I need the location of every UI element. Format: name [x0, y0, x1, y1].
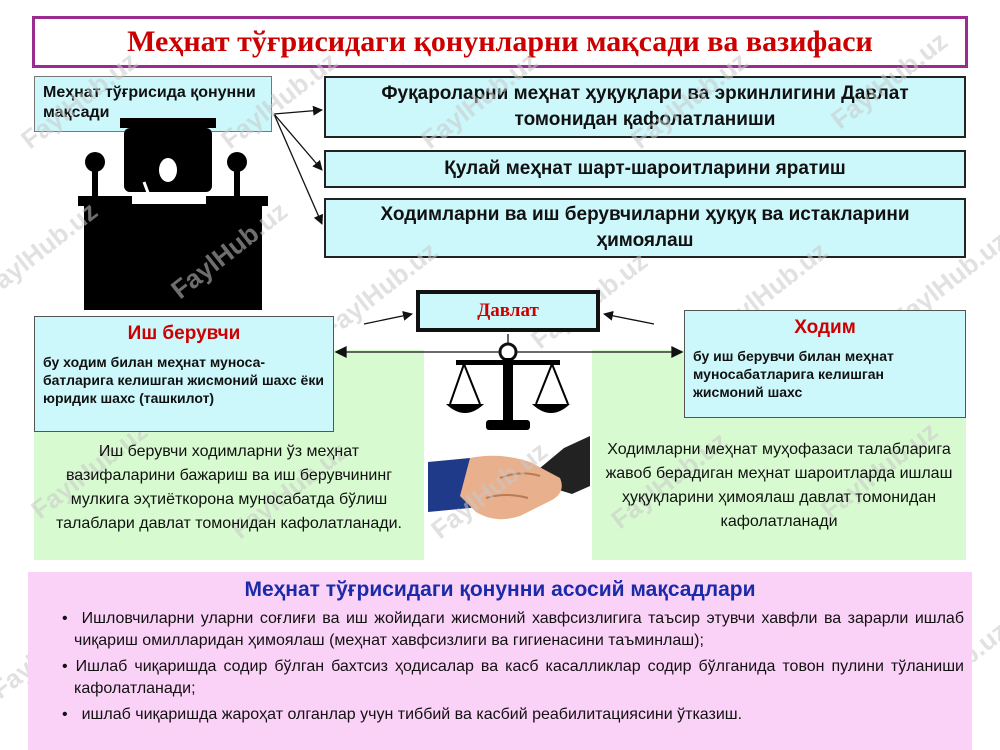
worker-title: Ходим	[794, 317, 856, 338]
employer-title: Иш берувчи	[127, 323, 241, 344]
employer-guarantee-text: Иш берувчи ходимларни ўз меҳнат вазифала…	[55, 443, 402, 532]
list-item-text: Ишлаб чиқаришда содир бўлган бахтсиз ҳод…	[74, 658, 964, 697]
bullet: •	[62, 706, 68, 723]
goal-text-2: Қулай меҳнат шарт-шароитларини яратиш	[444, 158, 846, 179]
bullet: •	[62, 610, 68, 627]
bullet: •	[62, 658, 68, 675]
page-title: Меҳнат тўғрисидаги қонунларни мақсади ва…	[32, 16, 968, 68]
list-item: • Ишловчиларни уларни соғлиғи ва иш жойид…	[62, 608, 964, 652]
goal-box-2: Қулай меҳнат шарт-шароитларини яратиш	[324, 150, 966, 188]
main-goals-heading: Меҳнат тўғрисидаги қонунни асосий мақсад…	[244, 578, 756, 601]
list-item-text: ишлаб чиқаришда жароҳат олганлар учун ти…	[81, 706, 743, 723]
employer-definition: бу ходим билан меҳнат муноса-батларига к…	[43, 354, 324, 406]
judge-illustration-icon	[78, 118, 268, 310]
goal-arrows	[273, 105, 323, 225]
state-box: Давлат	[416, 290, 600, 332]
list-item: • Ишлаб чиқаришда содир бўлган бахтсиз ҳо…	[62, 656, 964, 700]
worker-box: Ходим бу иш берувчи билан меҳнат муносаб…	[684, 310, 966, 418]
goal-text-1: Фуқароларни меҳнат ҳуқуқлари ва эркинлиг…	[381, 83, 909, 130]
goal-box-3: Ходимларни ва иш берувчиларни ҳуқуқ ва и…	[324, 198, 966, 258]
watermark-text: FaylHub.uz	[415, 46, 543, 155]
watermark-text: FaylHub.uz	[215, 46, 343, 155]
scales-of-justice-icon	[446, 342, 570, 430]
goal-box-1: Фуқароларни меҳнат ҳуқуқлари ва эркинлиг…	[324, 76, 966, 138]
watermark-text: FaylHub.uz	[825, 26, 953, 135]
main-goals-panel	[28, 572, 972, 750]
main-goals-list: • Ишловчиларни уларни соғлиғи ва иш жойид…	[62, 608, 964, 730]
worker-guarantee-text: Ходимларни меҳнат муҳофазаси талабларига…	[605, 441, 953, 530]
employer-box: Иш берувчи бу ходим билан меҳнат муноса-…	[34, 316, 334, 432]
watermark-text: FaylHub.uz	[625, 46, 753, 155]
watermark-text: FaylHub.uz	[15, 46, 143, 155]
state-label: Давлат	[477, 300, 539, 321]
list-item-text: Ишловчиларни уларни соғлиғи ва иш жойида…	[74, 610, 964, 649]
worker-definition: бу иш берувчи билан меҳнат муносабатлари…	[693, 348, 894, 400]
goal-text-3: Ходимларни ва иш берувчиларни ҳуқуқ ва и…	[380, 204, 910, 251]
handshake-icon	[428, 436, 590, 520]
list-item: • ишлаб чиқаришда жароҳат олганлар учун т…	[62, 704, 964, 726]
